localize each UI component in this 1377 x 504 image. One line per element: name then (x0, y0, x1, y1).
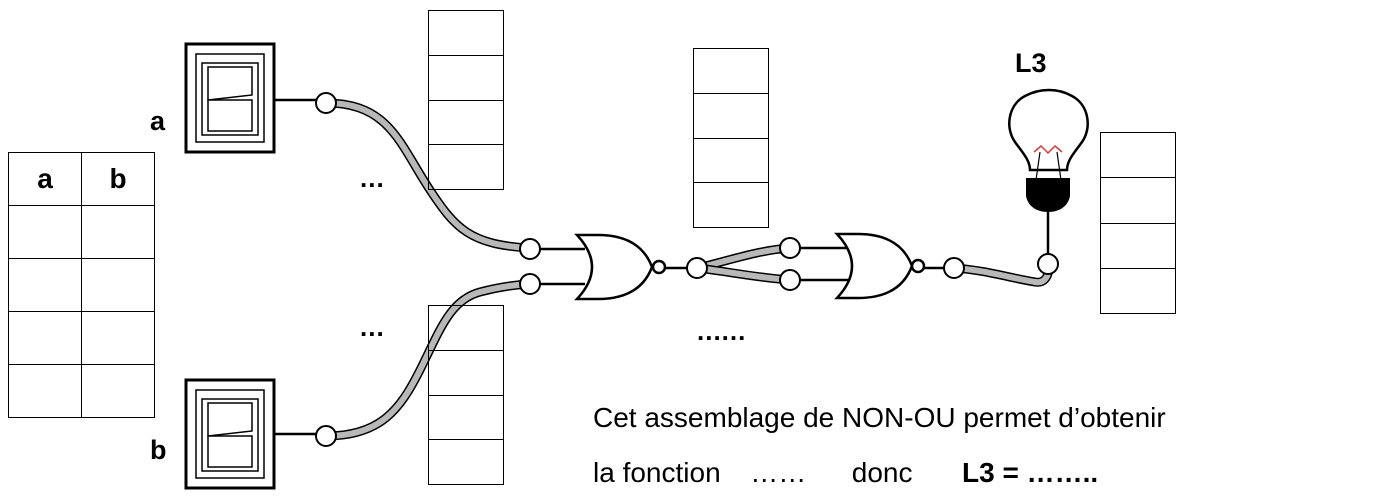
wire-output (953, 263, 1053, 287)
gate-output-blank[interactable]: ...... (697, 316, 747, 346)
lamp-label: L3 (1015, 48, 1047, 78)
answer-cell[interactable] (694, 182, 768, 227)
truth-cell[interactable] (8, 258, 82, 312)
lower-wire-blank[interactable]: ... (360, 312, 385, 342)
switch-b-label: b (150, 435, 167, 465)
lower-wire-column (428, 305, 504, 485)
function-blank[interactable]: …… (750, 457, 807, 488)
answer-cell[interactable] (1101, 133, 1175, 177)
switch-b (184, 378, 276, 490)
nor-gate-1 (574, 233, 667, 301)
lamp-column (1100, 132, 1176, 314)
answer-cell[interactable] (429, 394, 503, 440)
sentence-prefix: la fonction (593, 457, 721, 488)
answer-cell[interactable] (429, 439, 503, 484)
truth-table: a b (8, 152, 155, 418)
result-label: L3 = (962, 457, 1027, 488)
switch-a-label: a (150, 106, 166, 136)
gate1-output-column (693, 48, 769, 228)
node-b (315, 425, 337, 447)
truth-header-b: b (81, 152, 155, 206)
truth-cell[interactable] (81, 258, 155, 312)
answer-cell[interactable] (1101, 267, 1175, 313)
wire-split (696, 243, 791, 285)
nor-gate-2 (834, 232, 926, 300)
switch-a (184, 42, 276, 154)
upper-wire-blank[interactable]: ... (360, 163, 385, 193)
node-gate1-out (686, 257, 708, 279)
node-gate2-in2 (779, 269, 801, 291)
truth-cell[interactable] (8, 311, 82, 365)
truth-header-a: a (8, 152, 82, 206)
truth-cell[interactable] (8, 205, 82, 259)
sentence-line-1: Cet assemblage de NON-OU permet d’obteni… (593, 402, 1166, 433)
sentence-mid: donc (851, 457, 913, 488)
upper-wire-column (428, 10, 504, 190)
result-blank[interactable]: …….. (1026, 457, 1099, 488)
answer-cell[interactable] (429, 349, 503, 395)
truth-cell[interactable] (81, 311, 155, 365)
node-gate1-in1 (519, 238, 541, 260)
node-gate1-in2 (519, 273, 541, 295)
wire-b (325, 279, 531, 441)
answer-cell[interactable] (694, 49, 768, 93)
answer-cell[interactable] (1101, 222, 1175, 268)
answer-cell[interactable] (429, 54, 503, 100)
node-lamp (1037, 253, 1059, 275)
lamp-icon (1008, 88, 1089, 212)
node-gate2-in1 (779, 237, 801, 259)
answer-cell[interactable] (429, 99, 503, 145)
answer-cell[interactable] (429, 306, 503, 350)
answer-cell[interactable] (694, 137, 768, 183)
truth-cell[interactable] (8, 364, 82, 418)
truth-cell[interactable] (81, 205, 155, 259)
node-a (315, 92, 337, 114)
sentence-line-2: la fonction …… donc L3 = …….. (593, 459, 1098, 487)
node-gate2-out (943, 257, 965, 279)
answer-cell[interactable] (429, 11, 503, 55)
truth-cell[interactable] (81, 364, 155, 418)
answer-cell[interactable] (694, 92, 768, 138)
answer-cell[interactable] (1101, 177, 1175, 222)
answer-cell[interactable] (429, 144, 503, 189)
